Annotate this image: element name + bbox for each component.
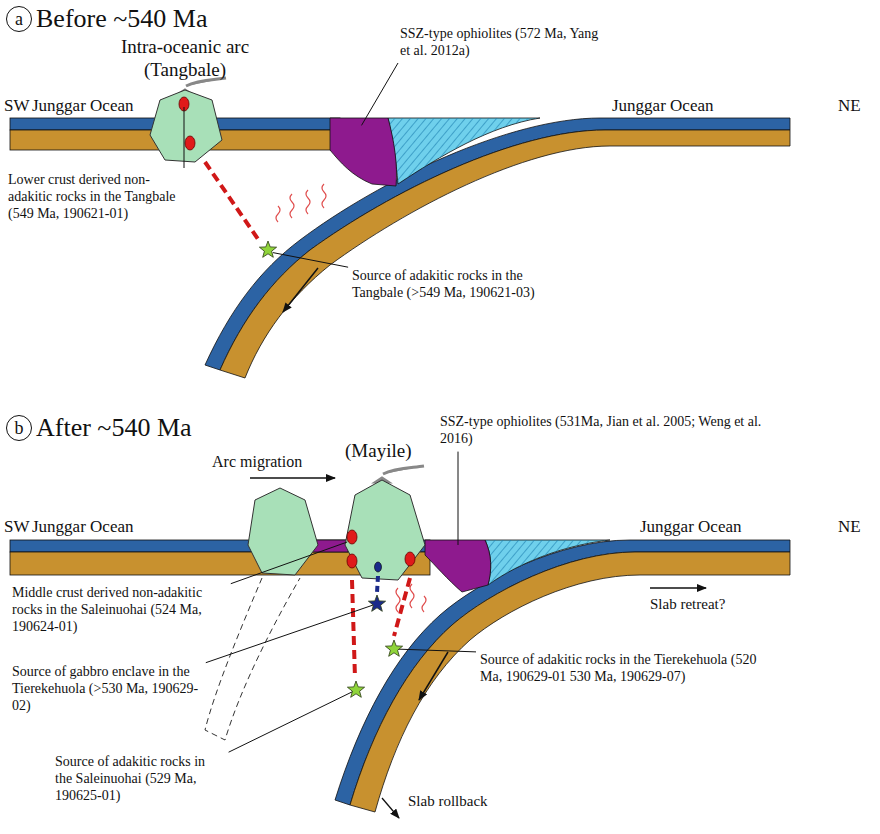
leader-line xyxy=(206,605,373,663)
source-star xyxy=(347,681,364,697)
fluid-wiggles xyxy=(276,184,326,222)
gabbro-melt-path xyxy=(377,576,378,593)
direction-label: SW xyxy=(4,96,30,116)
melt-path xyxy=(205,162,260,242)
direction-label: NE xyxy=(838,517,861,537)
panel-title: After ~540 Ma xyxy=(36,413,192,443)
migration-arrow xyxy=(250,477,335,478)
ocean-label: Junggar Ocean xyxy=(612,96,714,116)
magma-drop xyxy=(405,552,415,566)
leader-line xyxy=(362,63,399,125)
arc-body xyxy=(345,480,425,580)
subduction-arrow xyxy=(419,652,448,700)
direction-label: SW xyxy=(4,517,30,537)
magma-drop xyxy=(347,554,357,568)
leader-line xyxy=(458,452,459,545)
volcano-plume xyxy=(376,466,424,482)
arc-body xyxy=(150,90,222,162)
ophiolite-label: SSZ-type ophiolites (531Ma, Jian et al. … xyxy=(440,414,770,448)
arc-label: (Mayile) xyxy=(345,440,411,463)
ocean-label: Junggar Ocean xyxy=(640,517,742,537)
leader-line xyxy=(231,542,347,584)
arc-label: Intra-oceanic arc (Tangbale) xyxy=(100,36,270,82)
panel-heading: aBefore ~540 Ma xyxy=(6,4,207,34)
slab-mantle xyxy=(220,130,790,378)
melt-path xyxy=(352,580,355,678)
subduction-arrow xyxy=(283,268,318,312)
ocean-label: Junggar Ocean xyxy=(32,96,134,116)
ocean-label: Junggar Ocean xyxy=(32,517,134,537)
leader-line xyxy=(184,107,185,168)
panel-title: Before ~540 Ma xyxy=(36,4,207,34)
magma-drop xyxy=(185,136,195,150)
source-star xyxy=(385,640,402,656)
panel-heading: bAfter ~540 Ma xyxy=(6,413,192,443)
former-arc xyxy=(248,488,318,575)
process-label: Slab rollback xyxy=(408,792,488,810)
slab-mantle xyxy=(350,552,790,812)
source-star xyxy=(259,241,276,257)
sample-label: Source of adakitic rocks in the Tangbale… xyxy=(352,268,552,302)
ophiolite xyxy=(330,118,397,186)
process-label: Slab retreat? xyxy=(650,595,725,613)
former-slab xyxy=(205,578,300,740)
magma-drop xyxy=(347,530,357,544)
accretionary-wedge xyxy=(485,540,610,585)
rollback-arrow xyxy=(382,798,399,818)
retreat-arrow xyxy=(650,587,706,588)
gabbro-drop xyxy=(375,562,382,572)
ophiolite-label: SSZ-type ophiolites (572 Ma, Yang et al.… xyxy=(400,26,610,60)
sample-label: Source of gabbro enclave in the Tierekeh… xyxy=(12,664,202,714)
sample-label: Source of adakitic rocks in the Tierekeh… xyxy=(480,652,780,686)
fluid-wiggles xyxy=(396,584,426,612)
panel-letter: a xyxy=(6,6,32,32)
leader-line xyxy=(273,253,348,268)
leader-line xyxy=(229,691,354,752)
ophiolite xyxy=(425,540,491,592)
source-star xyxy=(368,595,385,611)
sample-label: Middle crust derived non-adakitic rocks … xyxy=(12,585,227,635)
sample-label: Lower crust derived non-adakitic rocks i… xyxy=(8,172,193,222)
direction-label: NE xyxy=(838,96,861,116)
panel-letter: b xyxy=(6,415,32,441)
wedge-hatch xyxy=(485,540,610,585)
wedge-hatch xyxy=(388,118,540,184)
sample-label: Source of adakitic rocks in the Saleinuo… xyxy=(55,754,225,804)
accretionary-wedge xyxy=(388,118,540,184)
process-label: Arc migration xyxy=(212,452,302,471)
leader-line xyxy=(397,649,476,652)
